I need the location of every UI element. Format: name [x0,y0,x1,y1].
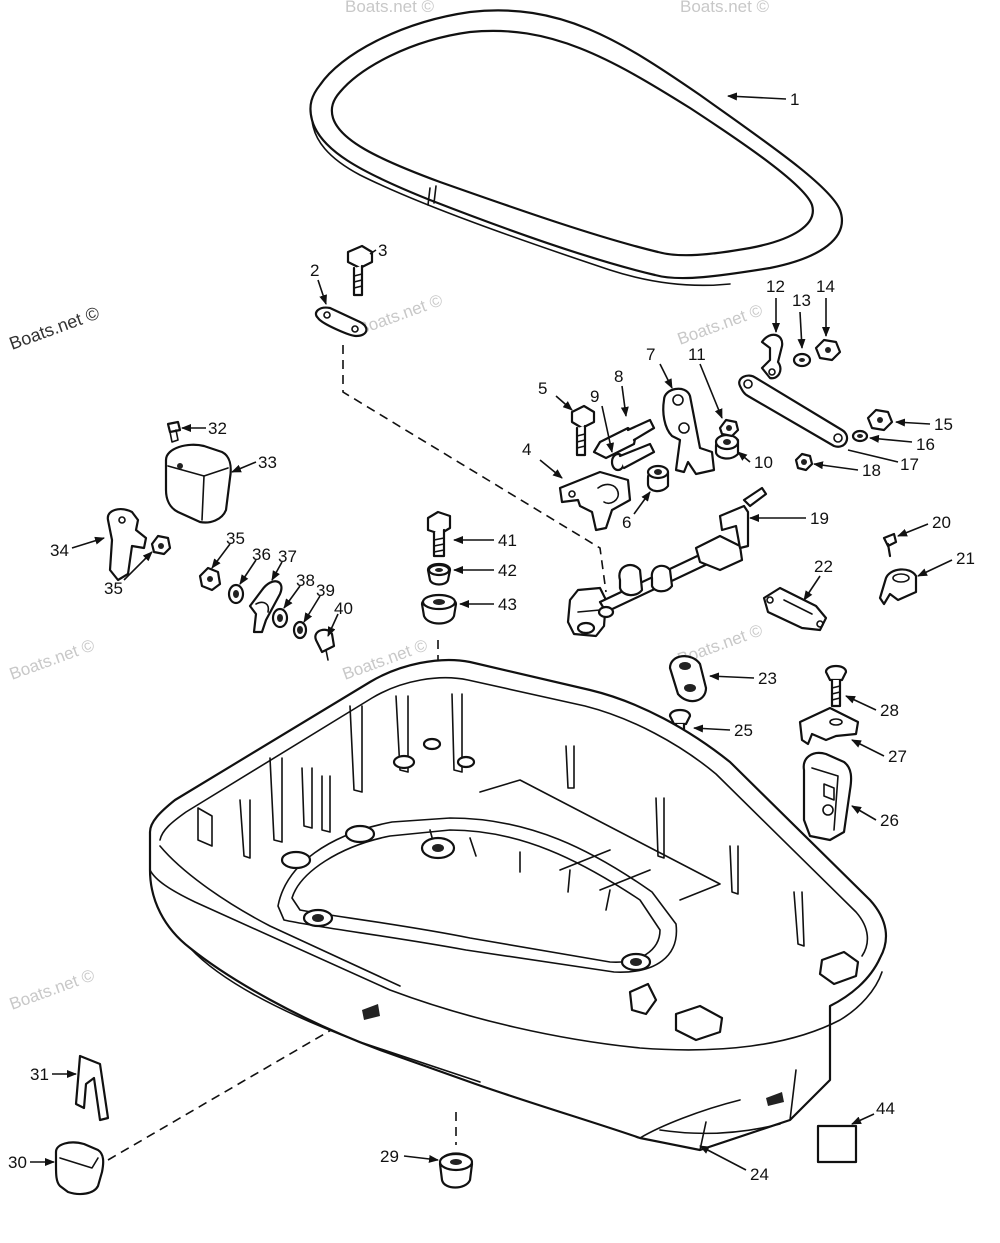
callout-number: 32 [208,419,227,438]
part-screw [314,628,336,661]
part-lever [662,387,716,476]
part-bushing [646,464,670,493]
callout-number: 30 [8,1153,27,1172]
part-grommet [420,593,458,625]
callout-number: 11 [688,345,706,364]
callout-number: 18 [862,461,881,480]
callout-number: 6 [622,513,631,532]
callout-number: 28 [880,701,899,720]
part-clip [760,333,784,380]
part-latch [802,751,853,842]
callout-number: 36 [252,545,271,564]
callout-number: 12 [766,277,785,296]
part-washer [227,583,245,605]
part-washer [271,607,289,629]
part-nut [866,408,894,432]
callout-number: 13 [792,291,811,310]
callout-number: 9 [590,387,599,406]
part-nut [814,338,842,362]
callout-number: 22 [814,557,833,576]
callout-number: 2 [310,261,319,280]
callout-number: 25 [734,721,753,740]
part-nut [794,452,814,472]
part-decal [816,1124,858,1164]
callout-number: 7 [646,345,655,364]
watermark: Boats.net © [680,0,770,16]
part-retainer [762,586,828,632]
part-washer [851,429,869,443]
callout-number: 16 [916,435,935,454]
callout-number: 27 [888,747,907,766]
watermark: Boats.net © [345,0,435,16]
part-bracket [558,470,632,532]
callout-number: 23 [758,669,777,688]
part-clamp [878,568,918,606]
callout-number: 1 [790,90,799,109]
part-pin [610,442,656,472]
part-screw [824,664,848,708]
part-bolt [570,404,596,457]
part-lever [106,508,148,582]
callout-number: 29 [380,1147,399,1166]
callout-number: 3 [378,241,387,260]
part-nut [198,566,222,592]
callout-number: 4 [522,440,531,459]
part-clip [74,1054,110,1122]
watermark-primary: Boats.net © [7,303,102,354]
callout-number: 44 [876,1099,895,1118]
callout-number: 37 [278,547,297,566]
watermark: Boats.net © [7,635,98,683]
watermark: Boats.net © [355,290,446,338]
part-nut [150,534,172,556]
callout-number: 40 [334,599,353,618]
part-washer [426,562,452,586]
part-grommet [668,655,708,703]
callout-number: 41 [498,531,517,550]
part-lower-shroud [659,1123,781,1135]
callout-number: 5 [538,379,547,398]
callout-number: 35 [226,529,245,548]
part-nut [718,418,740,438]
callout-number: 38 [296,571,315,590]
part-bolt [592,418,656,460]
callout-number: 35 [104,579,123,598]
callout-number: 34 [50,541,69,560]
part-bushing [714,433,740,460]
part-grommet [438,1152,474,1189]
callout-number: 43 [498,595,517,614]
part-bottom-cowl [148,658,887,1152]
part-plug [54,1141,105,1196]
part-bracket [798,706,860,746]
callout-number: 10 [754,453,773,472]
callout-number: 20 [932,513,951,532]
callout-number: 24 [750,1165,769,1184]
callout-number: 8 [614,367,623,386]
part-plate [314,306,368,338]
callout-layer: 1 2 3 4 5 6 7 8 9 10 11 12 13 14 15 16 1 [8,90,975,1184]
callout-number: 26 [880,811,899,830]
callout-number: 21 [956,549,975,568]
callout-number: 17 [900,455,919,474]
callout-number: 33 [258,453,277,472]
callout-number: 42 [498,561,517,580]
watermark: Boats.net © [7,965,98,1013]
watermark: Boats.net © [675,300,766,348]
callout-number: 39 [316,581,335,600]
part-spring-clip [248,580,283,634]
part-screw [882,532,898,558]
part-bolt [426,510,452,558]
part-link [738,374,849,448]
callout-number: 19 [810,509,829,528]
part-screw [166,420,182,443]
part-seal-ring [309,9,843,287]
callout-number: 15 [934,415,953,434]
callout-number: 31 [30,1065,49,1084]
part-cover [164,443,232,524]
part-shift-shaft [566,486,768,638]
part-washer [792,352,812,368]
callout-number: 14 [816,277,835,296]
part-washer [292,620,308,640]
part-bolt [346,244,374,297]
